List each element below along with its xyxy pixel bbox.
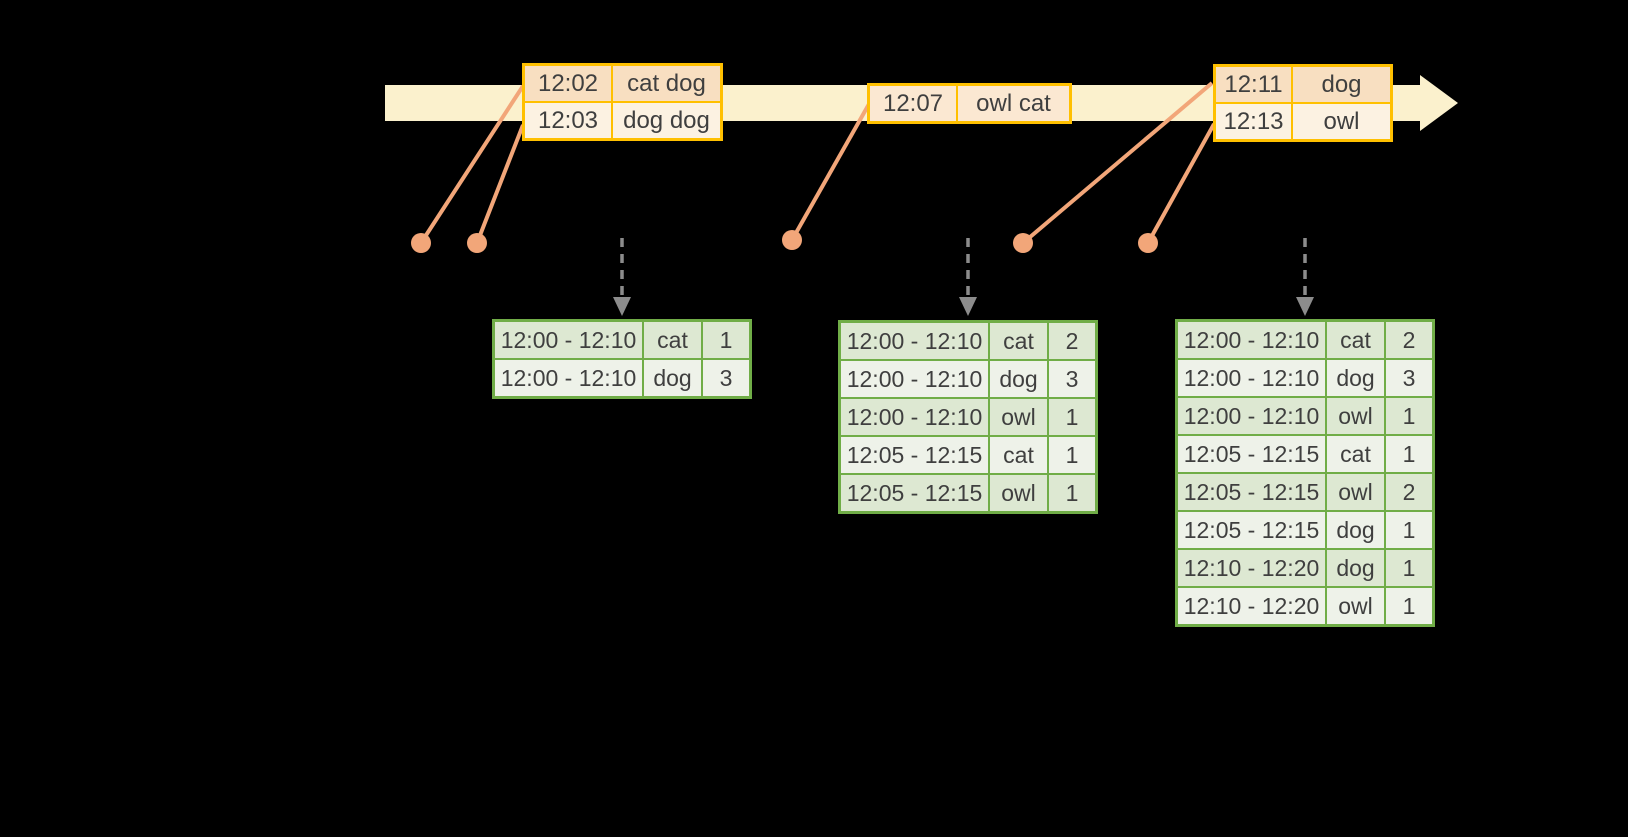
event-words-cell: cat dog xyxy=(627,69,706,97)
trigger-arrowheads xyxy=(613,297,1314,316)
table-row: 12:10 - 12:20 owl 1 xyxy=(1178,586,1432,624)
window-cell: 12:00 - 12:10 xyxy=(1178,322,1327,358)
count-cell: 3 xyxy=(1065,365,1079,392)
event-dots xyxy=(411,230,1158,253)
table-row: 12:00 - 12:10 owl 1 xyxy=(841,397,1095,435)
result-table-2: 12:00 - 12:10 cat 2 12:00 - 12:10 dog 3 … xyxy=(838,320,1098,514)
window-cell: 12:00 - 12:10 xyxy=(495,322,644,358)
word-cell: dog xyxy=(990,361,1049,397)
event-row: 12:07 owl cat xyxy=(870,86,1069,121)
window-cell: 12:05 - 12:15 xyxy=(1178,474,1327,510)
arrow-down-icon xyxy=(959,297,977,316)
event-words-cell: owl cat xyxy=(976,89,1051,117)
word-cell: dog xyxy=(644,360,703,396)
event-time-cell: 12:13 xyxy=(1216,104,1293,139)
table-row: 12:00 - 12:10 dog 3 xyxy=(495,358,749,396)
count-cell: 2 xyxy=(1402,326,1416,353)
event-box-2: 12:07 owl cat xyxy=(867,83,1072,124)
table-row: 12:05 - 12:15 owl 2 xyxy=(1178,472,1432,510)
event-connector-line xyxy=(1146,123,1216,244)
event-words-cell: dog dog xyxy=(623,106,710,134)
word-cell: cat xyxy=(990,323,1049,359)
event-time-cell: 12:11 xyxy=(1216,67,1293,102)
table-row: 12:00 - 12:10 owl 1 xyxy=(1178,396,1432,434)
event-time-cell: 12:03 xyxy=(525,103,613,138)
window-cell: 12:00 - 12:10 xyxy=(495,360,644,396)
table-row: 12:05 - 12:15 cat 1 xyxy=(841,435,1095,473)
word-cell: owl xyxy=(1327,474,1386,510)
event-row: 12:13 owl xyxy=(1216,102,1390,139)
count-cell: 3 xyxy=(719,364,733,391)
event-connector-line xyxy=(1021,81,1214,245)
count-cell: 1 xyxy=(1402,402,1416,429)
word-cell: cat xyxy=(644,322,703,358)
window-cell: 12:00 - 12:10 xyxy=(841,361,990,397)
trigger-arrows xyxy=(620,238,1307,299)
window-cell: 12:05 - 12:15 xyxy=(1178,512,1327,548)
count-cell: 1 xyxy=(719,326,733,353)
word-cell: owl xyxy=(990,475,1049,511)
table-row: 12:00 - 12:10 cat 2 xyxy=(841,323,1095,359)
count-cell: 1 xyxy=(1402,516,1416,543)
result-table-3: 12:00 - 12:10 cat 2 12:00 - 12:10 dog 3 … xyxy=(1175,319,1435,627)
event-dot xyxy=(467,233,487,253)
word-cell: owl xyxy=(990,399,1049,435)
word-cell: dog xyxy=(1327,512,1386,548)
window-cell: 12:05 - 12:15 xyxy=(841,475,990,511)
word-cell: owl xyxy=(1327,588,1386,624)
word-cell: dog xyxy=(1327,360,1386,396)
event-words-cell: owl xyxy=(1323,107,1360,135)
event-row: 12:11 dog xyxy=(1216,67,1390,102)
word-cell: dog xyxy=(1327,550,1386,586)
event-dot xyxy=(1138,233,1158,253)
count-cell: 3 xyxy=(1402,364,1416,391)
table-row: 12:00 - 12:10 dog 3 xyxy=(841,359,1095,397)
event-connectors xyxy=(419,81,1216,245)
window-cell: 12:00 - 12:10 xyxy=(841,399,990,435)
event-dot xyxy=(782,230,802,250)
count-cell: 2 xyxy=(1065,327,1079,354)
event-words-cell: dog xyxy=(1321,70,1362,98)
table-row: 12:05 - 12:15 dog 1 xyxy=(1178,510,1432,548)
window-cell: 12:00 - 12:10 xyxy=(1178,398,1327,434)
event-time-cell: 12:07 xyxy=(870,86,958,121)
event-box-1: 12:02 cat dog 12:03 dog dog xyxy=(522,63,723,141)
window-cell: 12:10 - 12:20 xyxy=(1178,550,1327,586)
word-cell: cat xyxy=(1327,322,1386,358)
window-cell: 12:10 - 12:20 xyxy=(1178,588,1327,624)
count-cell: 1 xyxy=(1065,403,1079,430)
event-box-3: 12:11 dog 12:13 owl xyxy=(1213,64,1393,142)
word-cell: owl xyxy=(1327,398,1386,434)
result-table-1: 12:00 - 12:10 cat 1 12:00 - 12:10 dog 3 xyxy=(492,319,752,399)
table-row: 12:00 - 12:10 dog 3 xyxy=(1178,358,1432,396)
word-cell: cat xyxy=(1327,436,1386,472)
event-dot xyxy=(411,233,431,253)
word-cell: cat xyxy=(990,437,1049,473)
window-cell: 12:00 - 12:10 xyxy=(841,323,990,359)
count-cell: 1 xyxy=(1065,479,1079,506)
count-cell: 1 xyxy=(1402,554,1416,581)
arrow-down-icon xyxy=(613,297,631,316)
count-cell: 1 xyxy=(1402,592,1416,619)
window-cell: 12:05 - 12:15 xyxy=(841,437,990,473)
table-row: 12:10 - 12:20 dog 1 xyxy=(1178,548,1432,586)
table-row: 12:05 - 12:15 owl 1 xyxy=(841,473,1095,511)
table-row: 12:00 - 12:10 cat 2 xyxy=(1178,322,1432,358)
arrow-down-icon xyxy=(1296,297,1314,316)
event-dot xyxy=(1013,233,1033,253)
table-row: 12:00 - 12:10 cat 1 xyxy=(495,322,749,358)
count-cell: 2 xyxy=(1402,478,1416,505)
event-connector-line xyxy=(790,103,871,241)
event-connector-line xyxy=(475,124,525,244)
timeline-arrowhead-icon xyxy=(1420,75,1458,131)
event-connector-line xyxy=(419,84,525,245)
window-cell: 12:05 - 12:15 xyxy=(1178,436,1327,472)
window-cell: 12:00 - 12:10 xyxy=(1178,360,1327,396)
count-cell: 1 xyxy=(1065,441,1079,468)
table-row: 12:05 - 12:15 cat 1 xyxy=(1178,434,1432,472)
event-time-cell: 12:02 xyxy=(525,66,613,101)
count-cell: 1 xyxy=(1402,440,1416,467)
event-row: 12:02 cat dog xyxy=(525,66,720,101)
event-row: 12:03 dog dog xyxy=(525,101,720,138)
